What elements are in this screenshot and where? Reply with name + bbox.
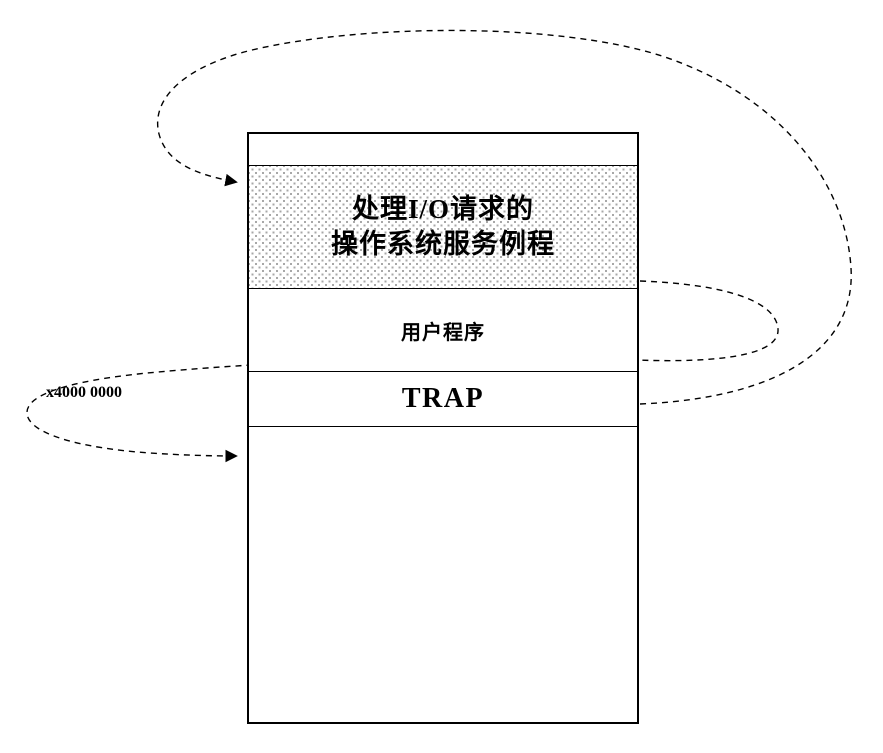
- user-program-region: 用户程序: [249, 289, 637, 372]
- trap-label: TRAP: [401, 383, 485, 414]
- memory-top-spacer-region: [249, 134, 637, 166]
- memory-map: 处理I/O请求的 操作系统服务例程 用户程序 TRAP: [247, 132, 639, 724]
- memory-bottom-empty-region: [249, 427, 637, 722]
- os-service-routine-label-line2: 操作系统服务例程: [331, 228, 555, 259]
- trap-region: TRAP: [249, 372, 637, 427]
- os-service-routine-label-line1: 处理I/O请求的: [351, 194, 534, 225]
- os-service-routine-region: 处理I/O请求的 操作系统服务例程: [249, 165, 637, 289]
- address-label: x4000 0000: [46, 384, 122, 401]
- user-program-label: 用户程序: [401, 321, 485, 344]
